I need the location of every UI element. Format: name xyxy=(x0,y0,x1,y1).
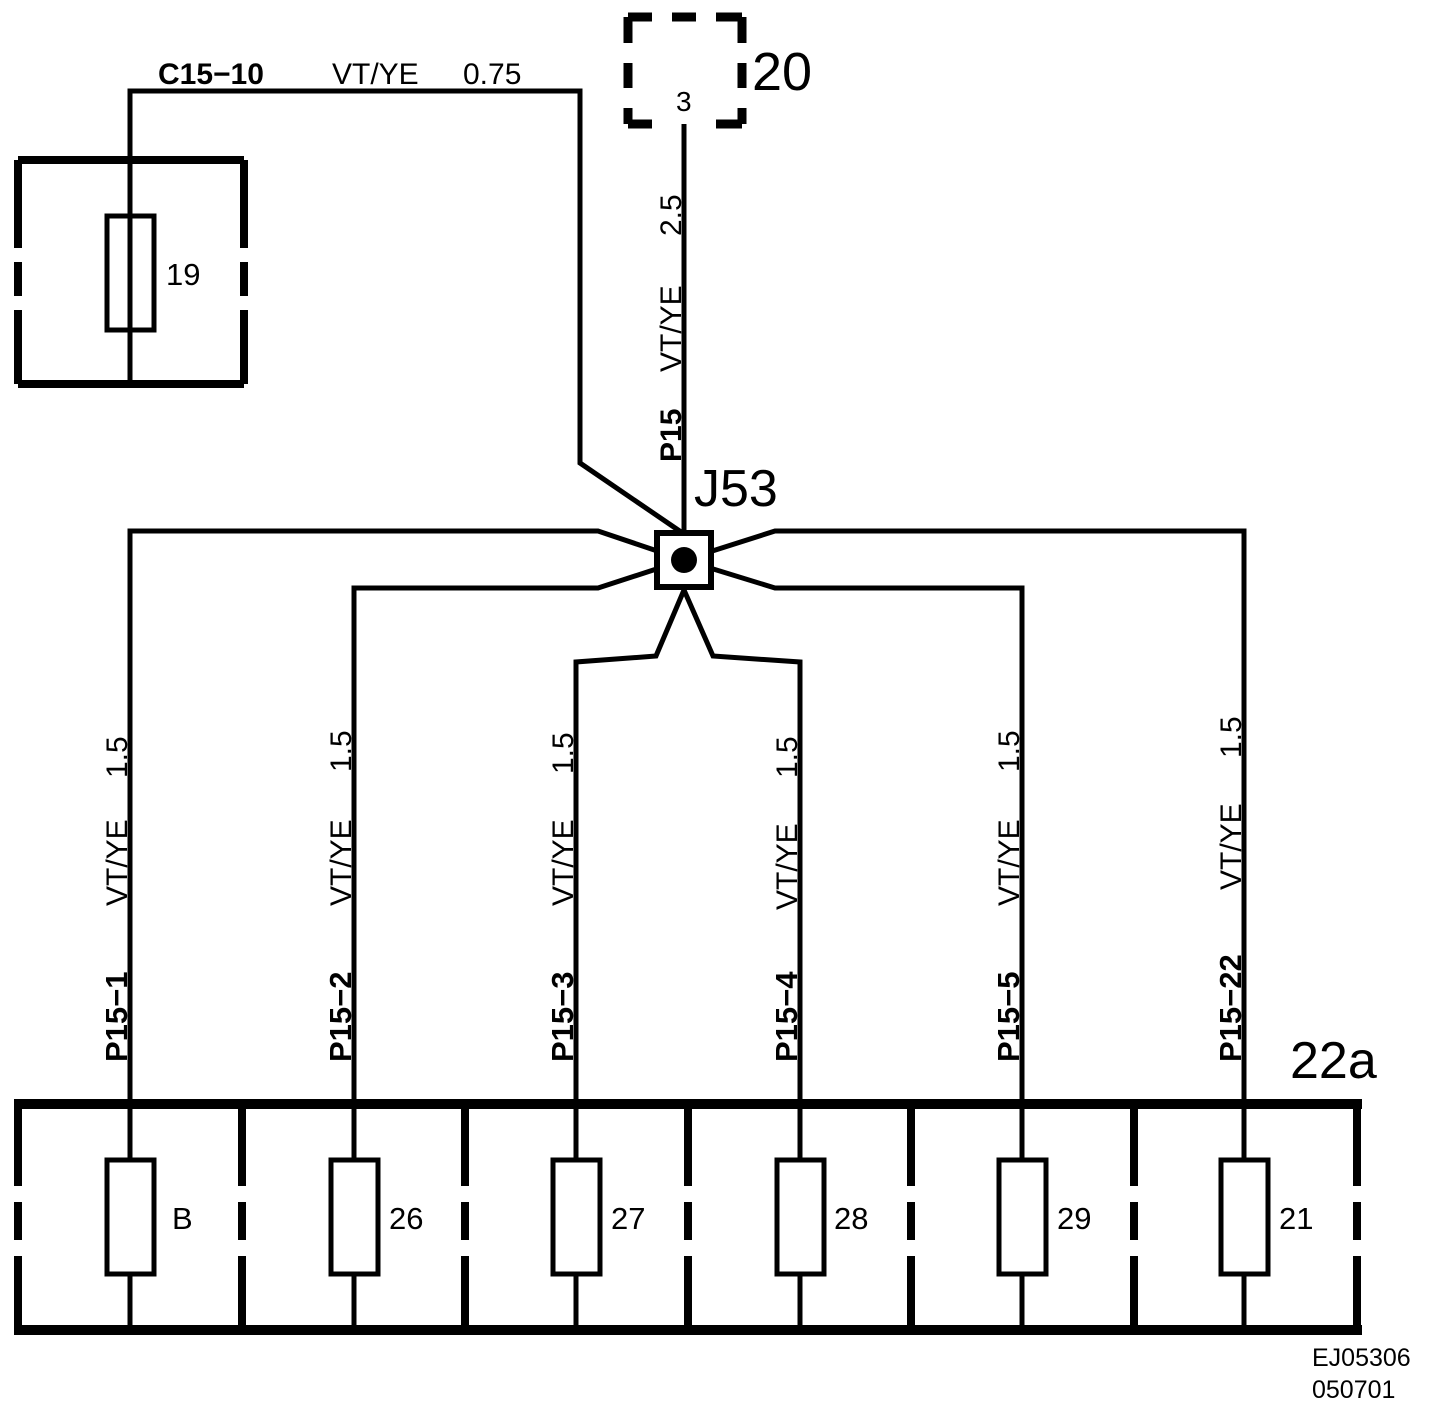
wire-p15-size: 2.5 xyxy=(655,194,688,236)
branch-label-color-p15-3: VT/YE xyxy=(547,819,580,906)
fuse-21-label: 21 xyxy=(1279,1201,1313,1236)
wire-c15-10-size: 0.75 xyxy=(463,58,521,91)
splice-j53-label: J53 xyxy=(694,460,778,518)
branch-label-circuit-p15-1: P15−1 xyxy=(99,971,134,1062)
wire-p15-color: VT/YE xyxy=(655,285,688,372)
branch-wire-p15-2 xyxy=(351,557,685,1104)
fuse-box-22a-label: 22a xyxy=(1290,1032,1377,1090)
wire-c15-10 xyxy=(127,88,686,537)
branch-wire-p15-5 xyxy=(683,557,1025,1104)
fuse-b-label: B xyxy=(172,1201,193,1236)
fuse-27-label: 27 xyxy=(611,1201,645,1236)
fuse-21-symbol xyxy=(1218,1157,1271,1277)
splice-j53-box xyxy=(654,530,714,590)
reference-code: EJ05306 xyxy=(1312,1344,1411,1372)
fuse-b-symbol xyxy=(104,1157,157,1277)
branch-label-circuit-p15-3: P15−3 xyxy=(545,971,580,1062)
connector-20-pin: 3 xyxy=(676,86,692,117)
branch-wire-p15-3 xyxy=(573,589,687,1104)
fuse-symbols xyxy=(104,1157,1271,1277)
fuse-28-symbol xyxy=(774,1157,827,1277)
branch-wires xyxy=(127,528,1247,1104)
branch-label-color-p15-4: VT/YE xyxy=(771,823,804,910)
branch-label-circuit-p15-5: P15−5 xyxy=(991,971,1026,1062)
fuse-29-symbol xyxy=(996,1157,1049,1277)
branch-label-color-p15-22: VT/YE xyxy=(1215,803,1248,890)
branch-label-color-p15-1: VT/YE xyxy=(101,819,134,906)
branch-wire-p15-4 xyxy=(681,588,803,1104)
branch-label-circuit-p15-4: P15−4 xyxy=(769,971,804,1062)
fuse-27-symbol xyxy=(550,1157,603,1277)
fuse-29-label: 29 xyxy=(1057,1201,1091,1236)
connector-20-outline xyxy=(623,12,747,129)
branch-label-color-p15-2: VT/YE xyxy=(325,819,358,906)
branch-label-color-p15-5: VT/YE xyxy=(993,819,1026,906)
branch-label-size-p15-5: 1.5 xyxy=(993,730,1026,772)
reference-date: 050701 xyxy=(1312,1376,1395,1404)
fuse-26-symbol xyxy=(328,1157,381,1277)
branch-wire-p15-22 xyxy=(683,528,1247,1104)
fuse-19-label: 19 xyxy=(166,257,200,292)
branch-label-size-p15-4: 1.5 xyxy=(771,736,804,778)
branch-label-size-p15-1: 1.5 xyxy=(101,736,134,778)
connector-20-label: 20 xyxy=(752,42,812,102)
branch-label-size-p15-3: 1.5 xyxy=(547,732,580,774)
branch-label-size-p15-22: 1.5 xyxy=(1215,716,1248,758)
branch-label-circuit-p15-2: P15−2 xyxy=(323,971,358,1062)
branch-label-size-p15-2: 1.5 xyxy=(325,730,358,772)
splice-j53-dot xyxy=(671,547,697,573)
wire-p15-circuit: P15 xyxy=(655,409,688,462)
fuse-28-label: 28 xyxy=(834,1201,868,1236)
branch-wire-p15-1 xyxy=(127,528,685,1104)
fuse-box-dividers xyxy=(238,1104,1138,1330)
wire-c15-10-circuit: C15−10 xyxy=(158,58,264,91)
fuse-26-label: 26 xyxy=(389,1201,423,1236)
wire-c15-10-color: VT/YE xyxy=(332,58,419,91)
branch-label-circuit-p15-22: P15−22 xyxy=(1213,954,1248,1062)
